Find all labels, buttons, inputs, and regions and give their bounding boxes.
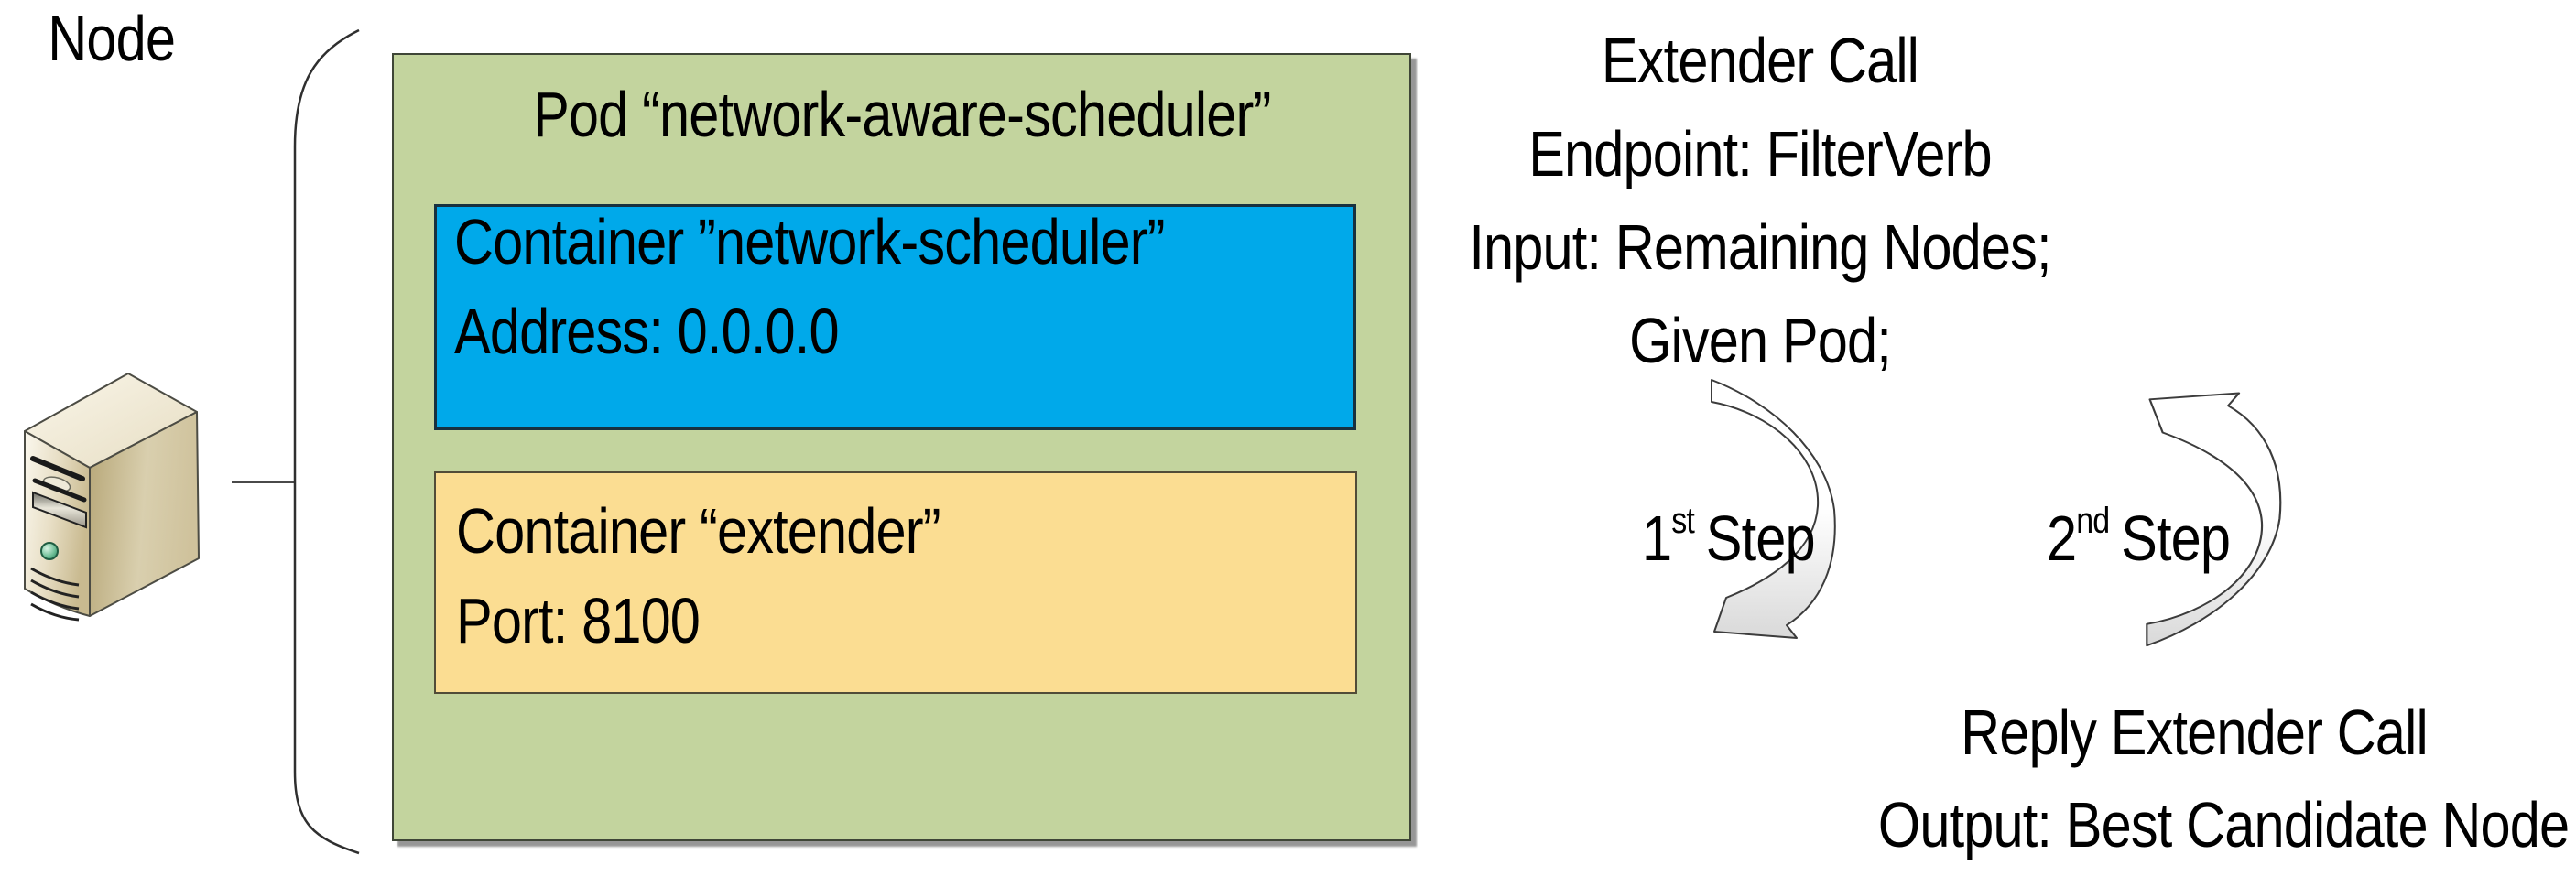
step2-ordinal-suffix: nd [2076,501,2110,541]
container-box-extender [434,471,1357,694]
reply-extender-call-text-block: Reply Extender Call Output: Best Candida… [1877,687,2570,871]
server-led [40,542,59,560]
container-box-network-scheduler [434,204,1356,430]
extender-call-input: Input: Remaining Nodes; [1469,211,2051,283]
container-network-scheduler-title: Container ”network-scheduler” [454,206,1165,277]
container-extender-title: Container “extender” [456,495,941,567]
server-icon [24,373,200,622]
extender-call-text-block: Extender Call Endpoint: FilterVerb Input… [1433,14,2087,387]
container-network-scheduler-text: Container ”network-scheduler” Address: 0… [454,197,1165,376]
reply-output-line: Output: Best Candidate Node [1877,789,2570,860]
container-network-scheduler-address: Address: 0.0.0.0 [454,296,840,367]
server-front-details [30,456,87,622]
left-bracket-shape [293,28,360,855]
extender-call-endpoint: Endpoint: FilterVerb [1528,118,1992,189]
extender-call-given-pod: Given Pod; [1629,305,1892,376]
node-label-text: Node [48,3,177,74]
step1-ordinal-suffix: st [1671,501,1695,541]
node-label: Node [0,0,223,77]
step1-curved-arrow-icon [1711,379,1836,639]
reply-extender-call-line: Reply Extender Call [1961,697,2429,768]
container-extender-text: Container “extender” Port: 8100 [456,486,941,665]
node-connector-line [232,481,295,483]
pod-title: Pod “network-aware-scheduler” [532,79,1271,150]
extender-call-line: Extender Call [1601,25,1919,96]
step2-curved-arrow-icon [2146,392,2282,647]
container-extender-port: Port: 8100 [456,585,701,656]
pod-box [392,53,1411,841]
